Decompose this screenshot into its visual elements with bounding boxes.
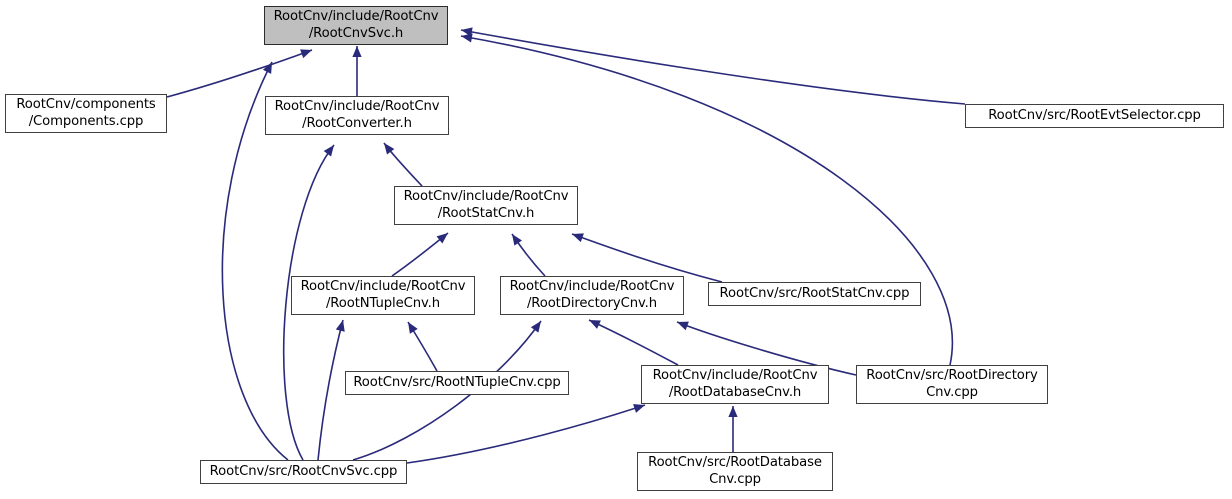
graph-node-label: RootCnv/components /Components.cpp (16, 97, 156, 129)
edge-arrowhead (335, 320, 345, 332)
graph-edge-rootcnvsvc_cpp-to-rootconverter_h (282, 144, 335, 461)
graph-node-components_cpp[interactable]: RootCnv/components /Components.cpp (5, 94, 167, 133)
graph-edge-rootntuplecnv_h-to-rootstatcnv_h (391, 232, 449, 277)
graph-node-rootcnvsvc_cpp[interactable]: RootCnv/src/RootCnvSvc.cpp (200, 460, 407, 484)
edge-line (571, 233, 723, 283)
edge-line (282, 144, 335, 461)
edge-arrowhead (461, 33, 473, 43)
edge-line (317, 319, 344, 461)
graph-node-label: RootCnv/src/RootNTupleCnv.cpp (353, 374, 561, 390)
graph-node-rootevtselector_cpp[interactable]: RootCnv/src/RootEvtSelector.cpp (965, 104, 1224, 128)
graph-node-label: RootCnv/include/RootCnv /RootDatabaseCnv… (652, 368, 818, 400)
graph-node-rootdirectorycnv_h[interactable]: RootCnv/include/RootCnv /RootDirectoryCn… (500, 276, 684, 315)
graph-node-label: RootCnv/include/RootCnv /RootDirectoryCn… (509, 279, 675, 311)
graph-node-label: RootCnv/src/RootDatabase Cnv.cpp (648, 455, 822, 487)
graph-node-rootdatabasecnv_cpp[interactable]: RootCnv/src/RootDatabase Cnv.cpp (637, 452, 833, 491)
graph-edge-rootevtselector_cpp-to-rootcnvsvc_h (460, 27, 966, 105)
edge-arrowhead (589, 320, 601, 329)
graph-node-label: RootCnv/src/RootEvtSelector.cpp (988, 107, 1201, 123)
edge-line (460, 35, 954, 366)
edge-arrowhead (677, 321, 689, 331)
graph-node-rootdatabasecnv_h[interactable]: RootCnv/include/RootCnv /RootDatabaseCnv… (641, 365, 829, 404)
edge-line (166, 49, 313, 98)
edge-arrowhead (512, 234, 522, 246)
graph-edge-rootstatcnv_cpp-to-rootstatcnv_h (571, 233, 723, 283)
edge-line (221, 61, 289, 461)
edge-arrowhead (262, 62, 272, 74)
graph-edge-rootcnvsvc_cpp-to-rootntuplecnv_h (317, 319, 345, 461)
edge-arrowhead (300, 49, 312, 59)
edge-arrowhead (352, 46, 362, 57)
edge-line (352, 320, 542, 461)
edge-arrowhead (384, 143, 395, 155)
graph-edge-rootcnvsvc_cpp-to-rootdatabasecnv_h (406, 404, 646, 464)
edge-arrowhead (572, 233, 584, 243)
graph-node-label: RootCnv/src/RootStatCnv.cpp (719, 285, 910, 301)
graph-node-label: RootCnv/include/RootCnv /RootNTupleCnv.h (300, 279, 466, 311)
graph-node-label: RootCnv/src/RootDirectory Cnv.cpp (866, 368, 1038, 400)
graph-node-label: RootCnv/src/RootCnvSvc.cpp (209, 463, 398, 479)
graph-node-label: RootCnv/include/RootCnv /RootConverter.h (274, 99, 440, 131)
graph-node-label: RootCnv/include/RootCnv /RootStatCnv.h (403, 189, 569, 221)
graph-edge-rootcnvsvc_cpp-to-rootcnvsvc_h (221, 61, 289, 461)
edge-arrowhead (530, 321, 541, 333)
graph-edge-rootdirectorycnv_cpp-to-rootdirectorycnv_h (676, 321, 857, 376)
graph-edge-rootstatcnv_h-to-rootconverter_h (383, 142, 423, 187)
graph-node-rootdirectorycnv_cpp[interactable]: RootCnv/src/RootDirectory Cnv.cpp (856, 365, 1048, 404)
graph-node-rootstatcnv_cpp[interactable]: RootCnv/src/RootStatCnv.cpp (708, 282, 921, 306)
graph-edge-rootcnvsvc_cpp-to-rootdirectorycnv_h (352, 320, 542, 461)
edge-line (406, 404, 646, 464)
graph-node-rootcnvsvc_h[interactable]: RootCnv/include/RootCnv /RootCnvSvc.h (264, 6, 448, 45)
graph-edge-rootconverter_h-to-rootcnvsvc_h (352, 46, 362, 96)
graph-edge-rootdirectorycnv_cpp-to-rootcnvsvc_h (460, 33, 954, 366)
edge-arrowhead (436, 233, 448, 244)
graph-edge-rootdirectorycnv_h-to-rootstatcnv_h (511, 233, 546, 277)
edges-group (166, 27, 966, 464)
graph-edge-components_cpp-to-rootcnvsvc_h (166, 49, 313, 98)
edge-arrowhead (323, 145, 334, 157)
graph-node-rootconverter_h[interactable]: RootCnv/include/RootCnv /RootConverter.h (265, 96, 449, 135)
edge-arrowhead (633, 404, 645, 413)
graph-edge-rootdatabasecnv_cpp-to-rootdatabasecnv_h (728, 406, 738, 452)
graph-edge-rootntuplecnv_cpp-to-rootntuplecnv_h (407, 321, 438, 372)
edge-line (588, 319, 679, 366)
graph-node-label: RootCnv/include/RootCnv /RootCnvSvc.h (273, 9, 439, 41)
edge-line (460, 29, 966, 105)
edge-arrowhead (408, 322, 418, 334)
edge-arrowhead (728, 406, 738, 417)
graph-node-rootntuplecnv_h[interactable]: RootCnv/include/RootCnv /RootNTupleCnv.h (291, 276, 475, 315)
edge-line (676, 321, 857, 376)
graph-node-rootstatcnv_h[interactable]: RootCnv/include/RootCnv /RootStatCnv.h (394, 186, 578, 225)
graph-edge-rootdatabasecnv_h-to-rootdirectorycnv_h (588, 319, 679, 366)
graph-node-rootntuplecnv_cpp[interactable]: RootCnv/src/RootNTupleCnv.cpp (345, 371, 569, 395)
